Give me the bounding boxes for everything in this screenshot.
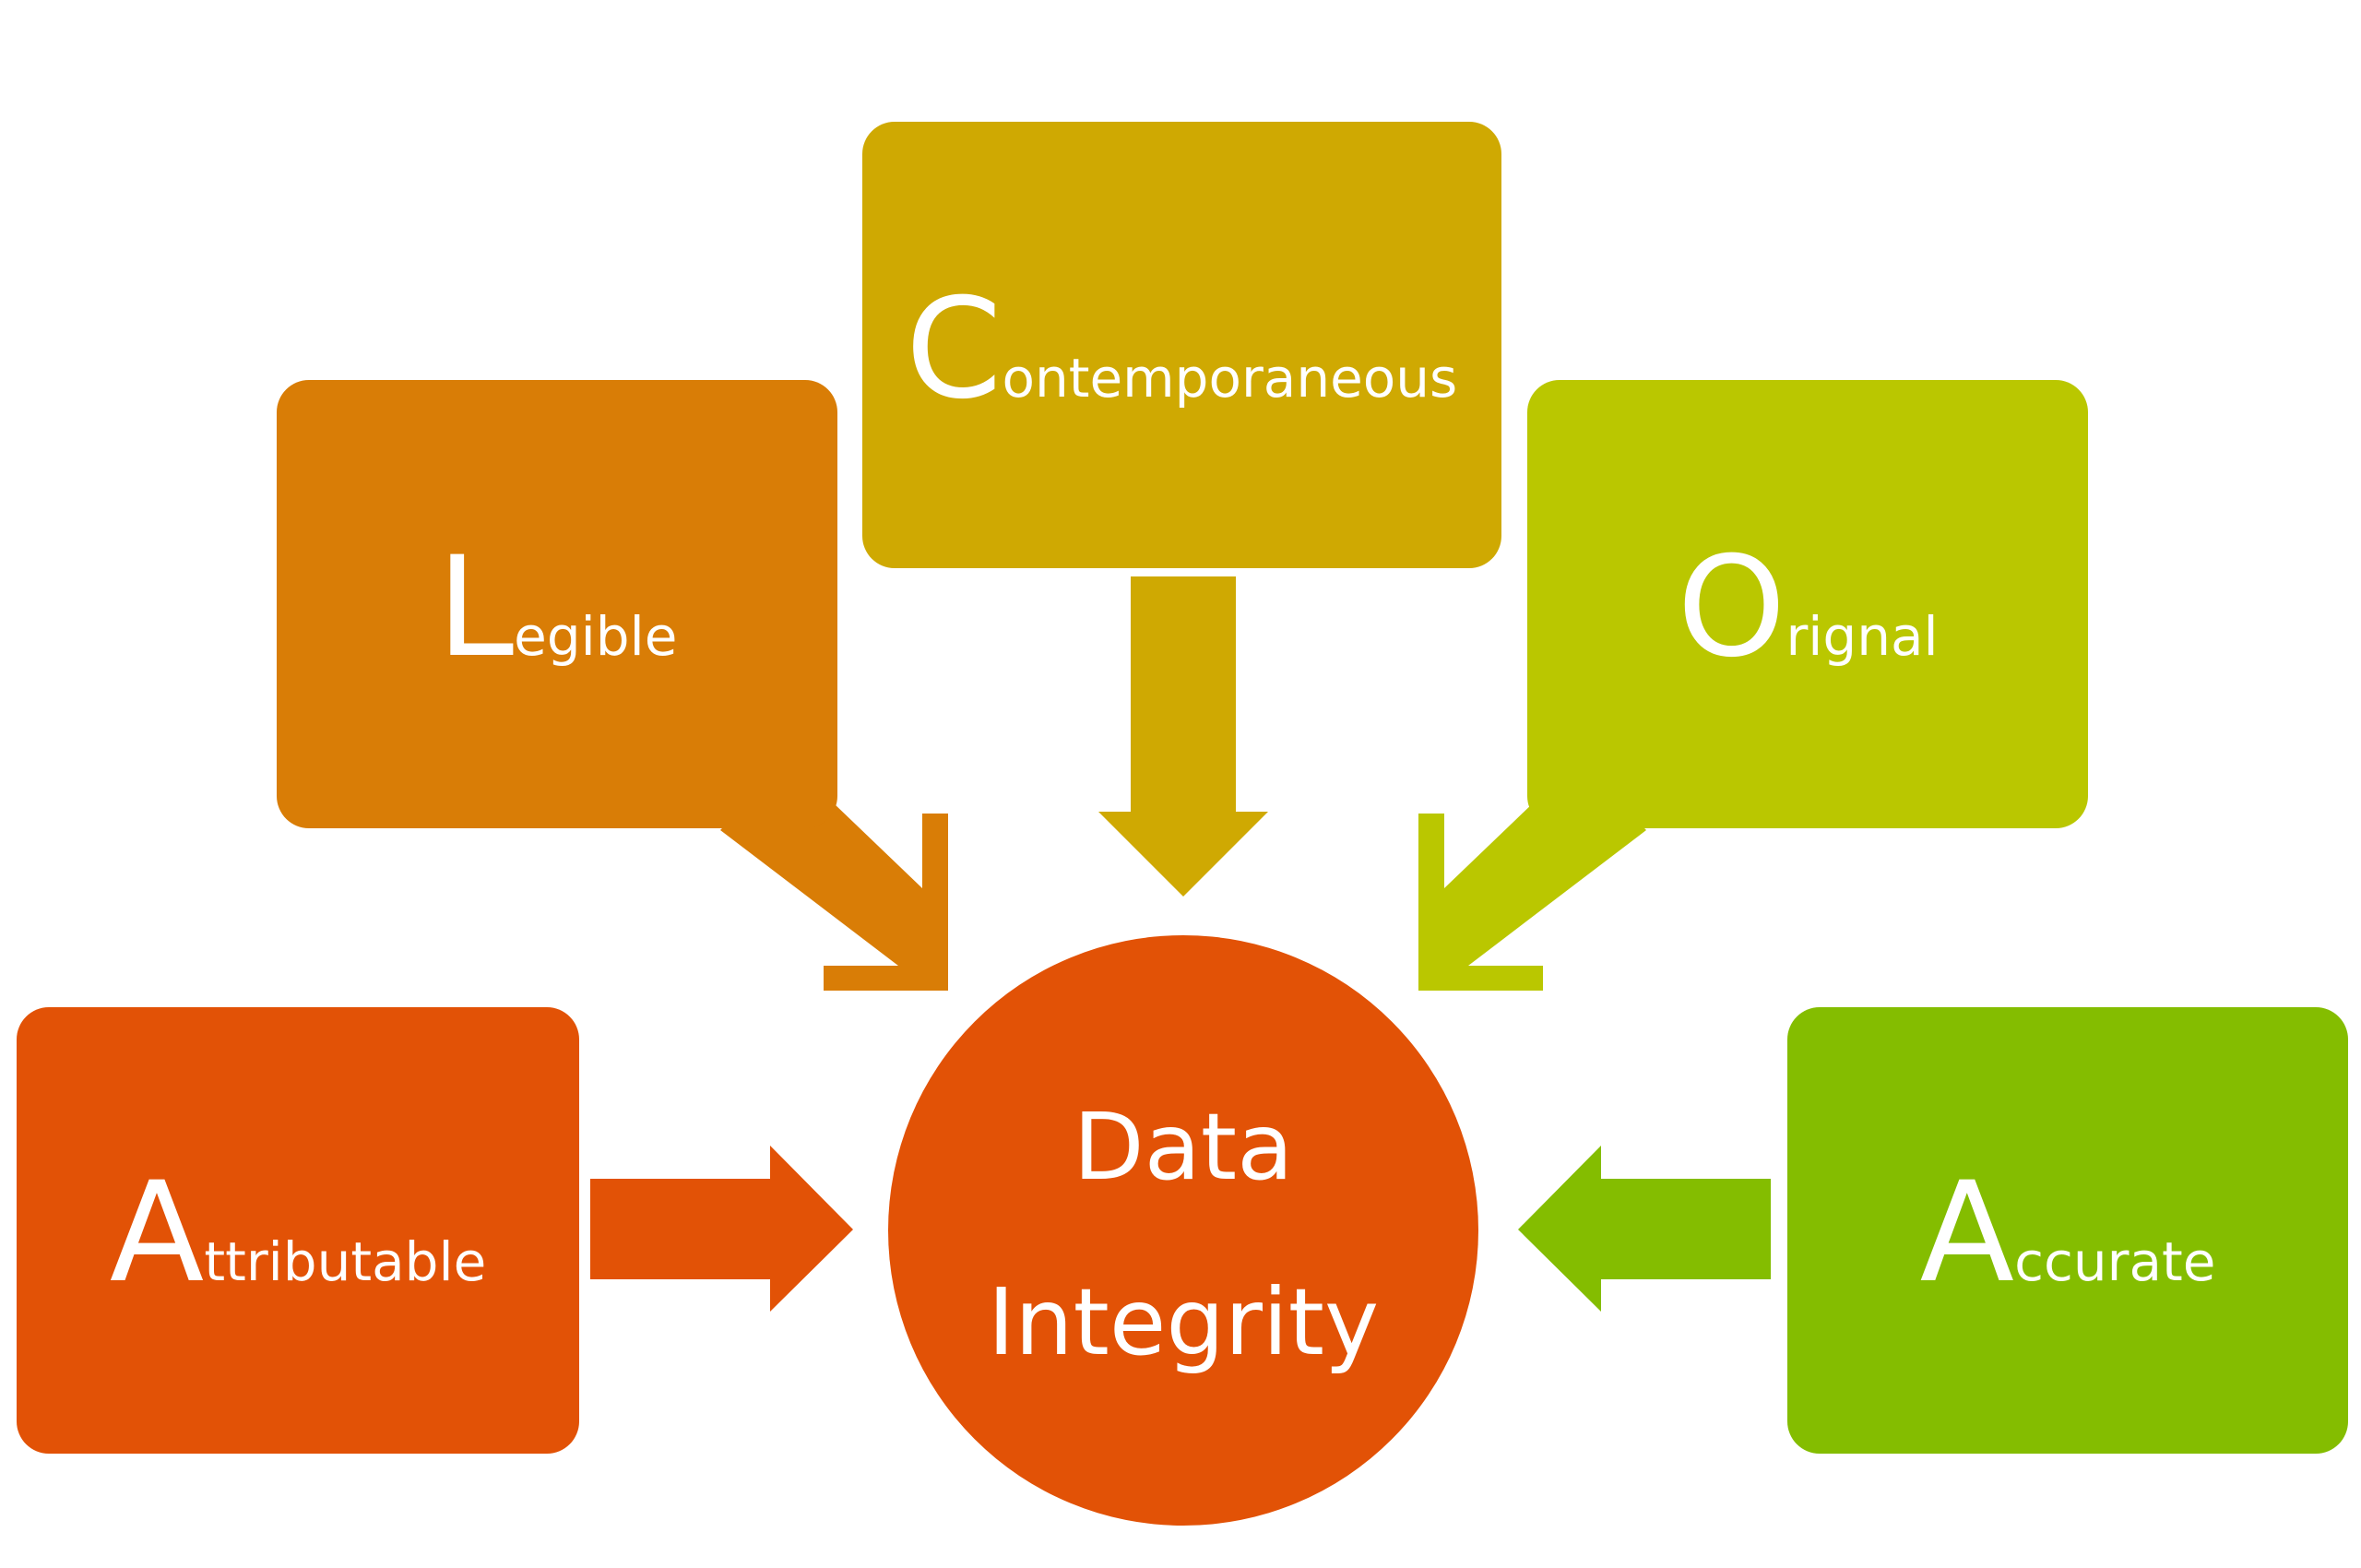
attributable-rest: ttributable xyxy=(204,1230,486,1293)
contemporaneous-rest: ontemporaneous xyxy=(1002,347,1457,410)
label-legible: Legible xyxy=(437,528,678,688)
center-circle xyxy=(888,935,1478,1526)
label-attributable: Attributable xyxy=(110,1153,487,1313)
box-legible xyxy=(277,380,837,828)
center-line-2: Integrity xyxy=(988,1268,1379,1376)
legible-initial: L xyxy=(437,528,515,688)
label-accurate: Accurate xyxy=(1920,1153,2216,1313)
original-rest: rignal xyxy=(1786,605,1938,668)
arrow-accurate xyxy=(1518,1146,1771,1312)
contemporaneous-initial: C xyxy=(906,269,1003,430)
legible-rest: egible xyxy=(514,605,677,668)
label-contemporaneous: Contemporaneous xyxy=(906,269,1458,430)
accurate-initial: A xyxy=(1920,1153,2015,1313)
center-line-1: Data xyxy=(1074,1093,1294,1201)
attributable-initial: A xyxy=(110,1153,205,1313)
box-attributable xyxy=(17,1007,579,1454)
box-accurate xyxy=(1787,1007,2348,1454)
arrow-contemporaneous xyxy=(1098,576,1268,897)
box-original xyxy=(1527,380,2088,828)
box-contemporaneous xyxy=(862,122,1501,568)
label-original: Orignal xyxy=(1677,528,1938,688)
arrow-attributable xyxy=(590,1146,853,1312)
original-initial: O xyxy=(1677,528,1786,688)
accurate-rest: ccurate xyxy=(2014,1230,2215,1293)
